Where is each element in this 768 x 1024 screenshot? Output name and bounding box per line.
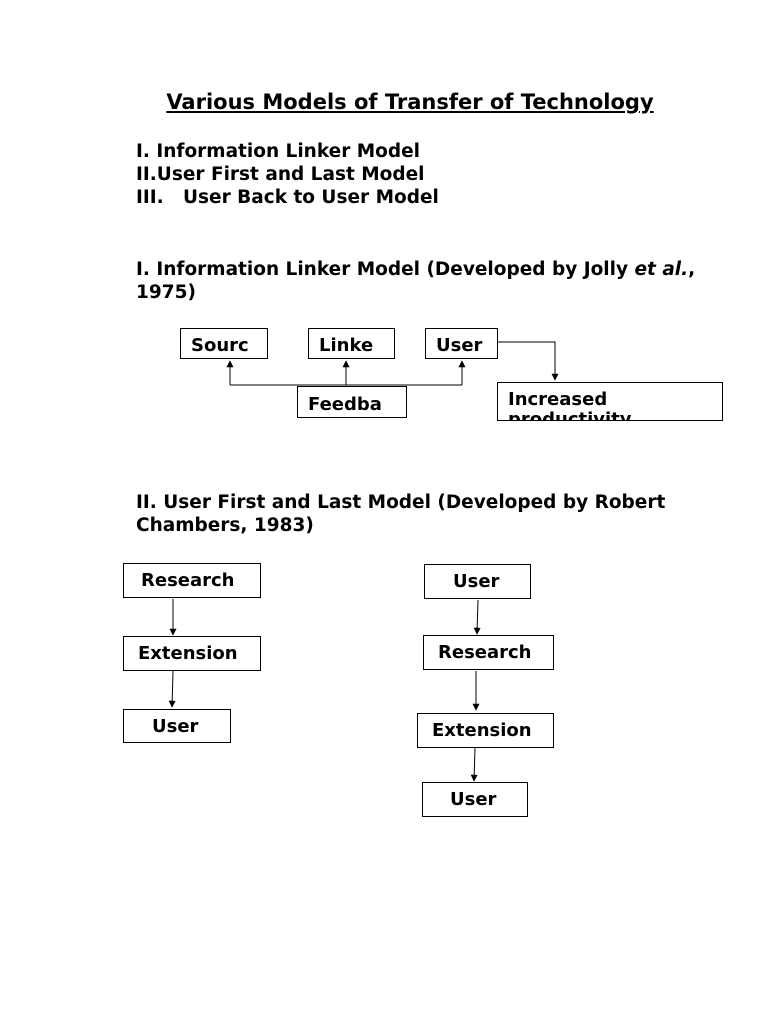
right-box-user-last: User (422, 782, 528, 817)
right-box-user-first: User (424, 564, 531, 599)
right-box-research: Research (423, 635, 554, 670)
right-box-extension-label: Extension (432, 720, 532, 741)
left-box-user: User (123, 709, 231, 743)
box-increased-clipped-label: productivity (508, 409, 632, 421)
box-increased-label: Increased (508, 389, 608, 410)
section1-heading: I. Information Linker Model (Developed b… (136, 258, 736, 304)
box-linker: Linke (308, 328, 395, 359)
box-linker-label: Linke (319, 335, 374, 356)
box-feedback: Feedba (297, 386, 407, 418)
box-source: Sourc (180, 328, 268, 359)
contents-item-3: III. User Back to User Model (136, 187, 439, 208)
left-box-extension-label: Extension (138, 643, 238, 664)
contents-item-1: I. Information Linker Model (136, 141, 421, 162)
left-box-user-label: User (152, 716, 199, 737)
section1-heading-emphasis: et al. (634, 259, 689, 280)
section1-heading-text: I. Information Linker Model (Developed b… (136, 259, 635, 280)
box-source-label: Sourc (191, 335, 249, 356)
left-box-research: Research (123, 563, 261, 598)
right-box-research-label: Research (438, 642, 532, 663)
right-box-extension: Extension (417, 713, 554, 748)
box-feedback-label: Feedba (308, 394, 382, 415)
left-box-research-label: Research (141, 570, 235, 591)
section1-heading-year: , 1975) (136, 259, 696, 303)
right-extension-to-user-arrow (470, 747, 478, 782)
right-box-user-last-label: User (450, 789, 497, 810)
left-box-extension: Extension (123, 636, 261, 671)
left-extension-to-user-arrow (168, 670, 176, 708)
box-user-label: User (436, 335, 483, 356)
page-title: Various Models of Transfer of Technology (166, 90, 654, 114)
right-box-user-first-label: User (453, 571, 500, 592)
user-to-increased-arrow (498, 341, 559, 381)
section2-heading: II. User First and Last Model (Developed… (136, 492, 666, 536)
contents-item-2: II.User First and Last Model (136, 164, 425, 185)
box-user: User (425, 328, 498, 359)
right-user-to-research-arrow (473, 599, 481, 635)
